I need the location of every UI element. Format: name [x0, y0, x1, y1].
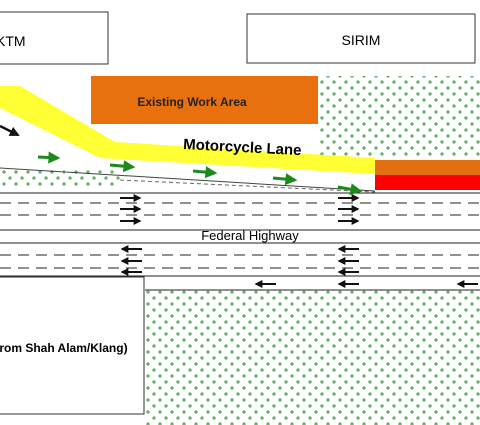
diagonal-arrow-icon	[0, 124, 20, 137]
motorcycle-lane-label: Motorcycle Lane	[183, 136, 302, 159]
taper-line	[0, 167, 376, 192]
federal-highway-label: Federal Highway	[201, 228, 299, 243]
sirim-label: SIRIM	[342, 32, 381, 48]
green-arrow-icon	[37, 151, 61, 164]
existing-work-area	[91, 76, 318, 124]
taper-line-dashed	[119, 179, 376, 193]
green-arrow-icon	[192, 166, 218, 179]
dotted-area-right-upper	[320, 76, 480, 158]
road-lines	[0, 192, 480, 291]
green-arrow-icon	[337, 183, 363, 196]
work-area-label: Existing Work Area	[137, 95, 247, 109]
from-shah-alam-klang-box	[0, 276, 145, 415]
ktm-label: KTM	[0, 33, 26, 49]
eastbound-arrows	[120, 194, 360, 225]
green-arrow-icon	[109, 160, 136, 173]
closure-orange-block	[375, 160, 480, 175]
dotted-area-bottom	[145, 290, 480, 425]
from-shah-alam-klang-label: (From Shah Alam/Klang)	[0, 341, 128, 355]
motorcycle-lane	[0, 86, 375, 174]
green-arrow-icon	[272, 173, 298, 186]
ktm-box	[0, 11, 109, 65]
westbound-arrows	[120, 245, 478, 288]
closure-red-block	[375, 175, 480, 190]
motorcycle-arrows	[37, 151, 363, 196]
dotted-area-left-strip	[0, 170, 120, 188]
sirim-box	[246, 13, 476, 64]
